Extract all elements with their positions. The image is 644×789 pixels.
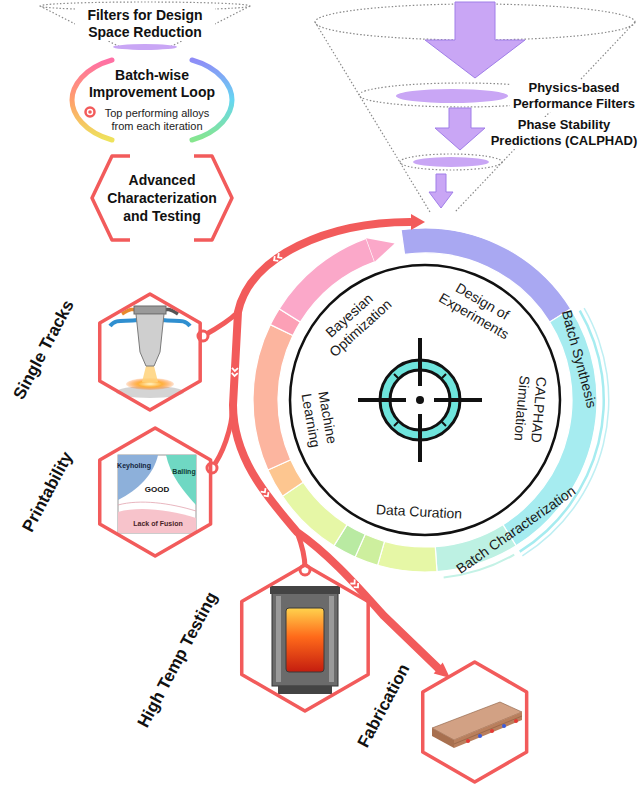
map-label: Balling bbox=[171, 468, 196, 476]
loop-ring bbox=[253, 228, 610, 579]
channel-dot bbox=[490, 729, 494, 733]
laser-beam bbox=[142, 366, 158, 382]
flow-branch bbox=[212, 405, 233, 468]
hexagon-outline bbox=[98, 292, 202, 412]
ring-label: Design of Experiments bbox=[429, 271, 526, 346]
filter-label: Phase Stability Predictions (CALPHAD) bbox=[489, 117, 639, 149]
legend-text: Advanced Characterization and Testing bbox=[99, 171, 225, 225]
balling-region bbox=[166, 455, 196, 505]
hexagon-outline bbox=[240, 563, 370, 713]
alloy-dot bbox=[88, 110, 92, 114]
hexagon-outline bbox=[98, 426, 212, 558]
funnel-ring bbox=[400, 154, 502, 170]
flow-chevron bbox=[261, 488, 271, 498]
channel-dot bbox=[502, 724, 506, 728]
plate-side bbox=[454, 712, 522, 748]
test-hexagon: High Temp Testing bbox=[240, 563, 370, 713]
plate-front bbox=[432, 728, 454, 748]
ring-segment bbox=[253, 325, 293, 470]
flow-chevron bbox=[272, 253, 282, 263]
flow-arrowhead bbox=[411, 214, 425, 230]
channel-dot bbox=[514, 719, 518, 723]
filter-disc bbox=[396, 89, 508, 103]
test-hexagon: Single Tracks bbox=[98, 292, 202, 412]
alloy-dot bbox=[86, 108, 95, 117]
flow-chevron bbox=[232, 368, 238, 376]
filter-disc bbox=[413, 157, 489, 167]
ring-segment bbox=[282, 482, 347, 546]
channel-dot bbox=[478, 734, 482, 738]
plate-layer bbox=[454, 716, 522, 744]
ring-label: Machine Learning bbox=[295, 376, 342, 461]
hose bbox=[110, 320, 138, 326]
flow-arrowhead bbox=[434, 663, 450, 678]
furnace-picture bbox=[270, 586, 340, 694]
filter-disc bbox=[113, 44, 177, 50]
channel-dot bbox=[466, 739, 470, 743]
flow-chevrons bbox=[232, 253, 361, 589]
test-hexagon: Printability bbox=[98, 426, 212, 558]
map-label: GOOD bbox=[144, 485, 170, 494]
flow-branch bbox=[297, 532, 305, 568]
base bbox=[278, 686, 332, 694]
column bbox=[276, 596, 281, 682]
column bbox=[329, 596, 334, 682]
hexagon-heading: Single Tracks bbox=[9, 296, 79, 404]
ring-label: Batch Characterization bbox=[452, 482, 579, 578]
legend-text: Top performing alloys from each iteratio… bbox=[97, 107, 217, 133]
hexagon-border bbox=[242, 565, 368, 711]
legend-text: Batch-wise Improvement Loop bbox=[86, 67, 218, 101]
nozzle bbox=[136, 314, 164, 366]
legend-text: Filters for Design Space Reduction bbox=[75, 7, 215, 41]
ring-segment bbox=[378, 541, 437, 572]
crosshair bbox=[358, 338, 482, 462]
funnel-arrow bbox=[425, 2, 525, 78]
hexagon-border bbox=[100, 294, 200, 410]
hose bbox=[162, 320, 190, 326]
contour bbox=[118, 502, 196, 511]
funnel-arrow bbox=[429, 174, 453, 208]
map-label: Lack of Fusion bbox=[132, 520, 183, 528]
load-frame bbox=[272, 590, 338, 686]
filter-label: Physics-based Performance Filters bbox=[510, 80, 638, 112]
hexagon-border bbox=[423, 662, 527, 782]
legend-funnel-icon bbox=[40, 2, 250, 50]
map-label: Keyholing bbox=[116, 462, 152, 470]
hexagon-outline bbox=[421, 660, 528, 784]
crosshead bbox=[270, 586, 340, 594]
funnel-side bbox=[315, 22, 430, 212]
lof-region bbox=[118, 509, 196, 533]
target-dot bbox=[416, 396, 424, 404]
hexagon-heading: High Temp Testing bbox=[133, 588, 222, 732]
funnel-arrow bbox=[435, 108, 485, 150]
plate-picture bbox=[432, 702, 522, 748]
hexagon-heading: Fabrication bbox=[353, 660, 415, 752]
ring-arrowhead bbox=[366, 238, 394, 261]
hexagon-border bbox=[100, 428, 211, 556]
nozzle-collar bbox=[134, 306, 166, 314]
ring-line bbox=[290, 265, 560, 535]
deposition-head-picture bbox=[110, 306, 190, 398]
hexagon-heading: Printability bbox=[18, 448, 78, 537]
ring-label: Data Curation bbox=[375, 501, 464, 523]
hot-chamber bbox=[286, 608, 324, 672]
ring-label: CALPHAD Simulation bbox=[509, 366, 550, 453]
flow-chevron bbox=[350, 579, 360, 589]
test-hexagon: Fabrication bbox=[421, 660, 528, 784]
target-icon bbox=[358, 338, 482, 462]
